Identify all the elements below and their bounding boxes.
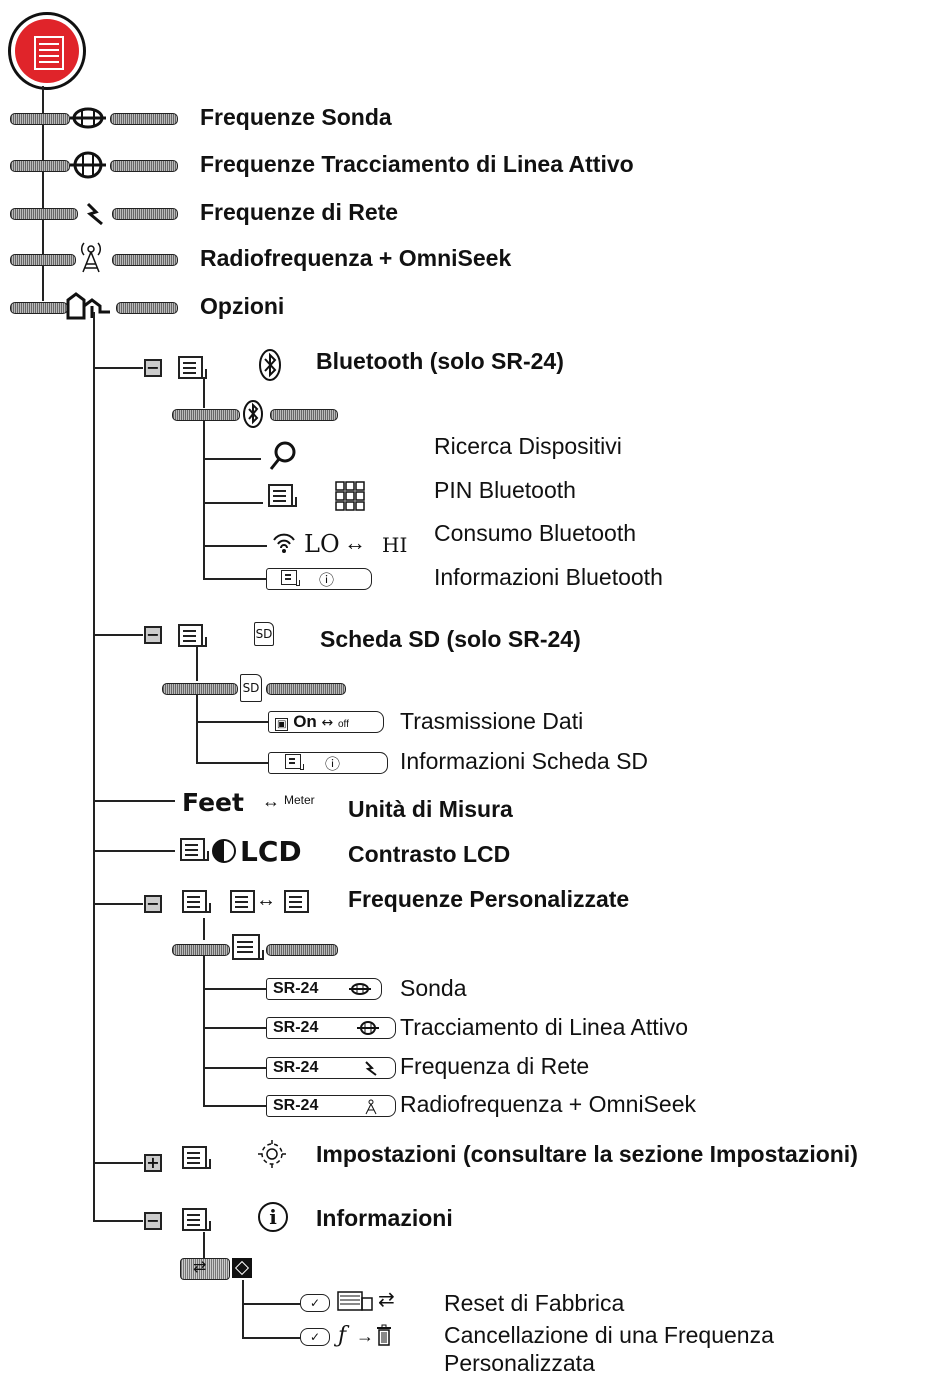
signal-icon [273, 533, 295, 553]
info-pill: ⓘ [268, 752, 388, 774]
hi-label: HI [382, 533, 408, 557]
custom-item-label: Radiofrequenza + OmniSeek [400, 1091, 696, 1117]
arrow-icon: ↔ [256, 889, 276, 911]
list-icon [284, 890, 309, 913]
reset-arrows-icon: ⇄ [378, 1289, 395, 1311]
sr24-pill: SR-24 [266, 978, 382, 1000]
main-item-label: Frequenze Tracciamento di Linea Attivo [200, 151, 634, 177]
sd-card-icon: SD [254, 622, 274, 646]
factory-icon [337, 1291, 373, 1311]
on-off-pill: ▣ On ↔ off [268, 711, 384, 733]
arrow-icon: ↔ [344, 530, 366, 555]
confirm-icon [232, 1258, 252, 1278]
info-item-label: Reset di Fabbrica [444, 1290, 625, 1316]
meter-label: Meter [284, 793, 315, 807]
arrow-icon: ↔ [262, 791, 280, 811]
collapse-icon[interactable]: − [144, 894, 162, 913]
line-trace-icon [70, 151, 106, 179]
reset-pill: ⇄ [180, 1257, 230, 1280]
check-icon: ✓ [300, 1294, 330, 1312]
custom-item-label: Frequenza di Rete [400, 1053, 590, 1079]
submenu-icon [182, 1208, 211, 1231]
main-item-label: Radiofrequenza + OmniSeek [200, 245, 512, 271]
contrast-label: Contrasto LCD [348, 841, 511, 867]
root-menu-icon[interactable] [8, 12, 86, 90]
submenu-icon [178, 624, 207, 647]
collapse-icon[interactable]: − [144, 358, 162, 377]
radio-tower-icon [80, 242, 102, 273]
info-item-label: Cancellazione di una Frequenza [444, 1322, 774, 1348]
sd-item-label: Informazioni Scheda SD [400, 748, 649, 774]
settings-label: Impostazioni (consultare la sezione Impo… [316, 1141, 858, 1167]
bt-item-label: Consumo Bluetooth [434, 520, 637, 546]
custom-item-label: Sonda [400, 975, 467, 1001]
expand-icon[interactable]: + [144, 1153, 162, 1172]
info-icon: i [258, 1202, 288, 1232]
sd-item-label: Trasmissione Dati [400, 708, 584, 734]
main-item-label: Frequenze di Rete [200, 199, 399, 225]
feet-label: Feet [182, 788, 244, 817]
info-item-label-cont: Personalizzata [444, 1350, 595, 1376]
submenu-icon [281, 570, 300, 586]
submenu-icon [285, 754, 304, 770]
collapse-icon[interactable]: − [144, 1211, 162, 1230]
units-label: Unità di Misura [348, 796, 513, 822]
collapse-icon[interactable]: − [144, 625, 162, 644]
sr24-pill: SR-24 [266, 1095, 396, 1117]
custom-item-label: Tracciamento di Linea Attivo [400, 1014, 689, 1040]
arrow-icon: → [356, 1326, 374, 1346]
submenu-icon [178, 356, 207, 379]
magnifier-icon [269, 441, 296, 470]
main-item-label: Opzioni [200, 293, 285, 319]
submenu-icon [180, 838, 209, 861]
info-icon: ⓘ [325, 755, 341, 773]
power-icon [86, 202, 103, 226]
bluetooth-title: Bluetooth (solo SR-24) [316, 348, 564, 374]
sd-title: Scheda SD (solo SR-24) [320, 626, 581, 652]
submenu-icon [232, 934, 264, 960]
lcd-label: LCD [240, 835, 302, 868]
info-pill: ⓘ [266, 568, 372, 590]
bt-item-label: Informazioni Bluetooth [434, 564, 663, 590]
sr24-pill: SR-24 [266, 1017, 396, 1039]
submenu-icon [182, 1146, 211, 1169]
main-item-label: Frequenze Sonda [200, 104, 392, 130]
bt-item-label: PIN Bluetooth [434, 477, 576, 503]
bt-item-label: Ricerca Dispositivi [434, 433, 622, 459]
sr24-pill: SR-24 [266, 1057, 396, 1079]
bluetooth-icon [243, 400, 263, 428]
lo-label: LO [304, 530, 340, 558]
keypad-icon [335, 481, 365, 511]
checklist-icon [230, 890, 255, 913]
sonde-icon [70, 107, 106, 129]
custom-title: Frequenze Personalizzate [348, 886, 630, 912]
info-icon: ⓘ [319, 571, 335, 589]
bluetooth-icon [259, 349, 281, 381]
trash-icon [377, 1324, 391, 1346]
gear-icon [258, 1140, 286, 1168]
submenu-icon [182, 890, 211, 913]
check-icon: ✓ [300, 1328, 330, 1346]
options-icon [66, 292, 110, 320]
sd-card-icon: SD [240, 674, 262, 702]
submenu-icon [268, 484, 297, 507]
custom-freq-icon: ƒ [338, 1323, 347, 1348]
info-label: Informazioni [316, 1205, 453, 1231]
contrast-icon [212, 839, 236, 863]
